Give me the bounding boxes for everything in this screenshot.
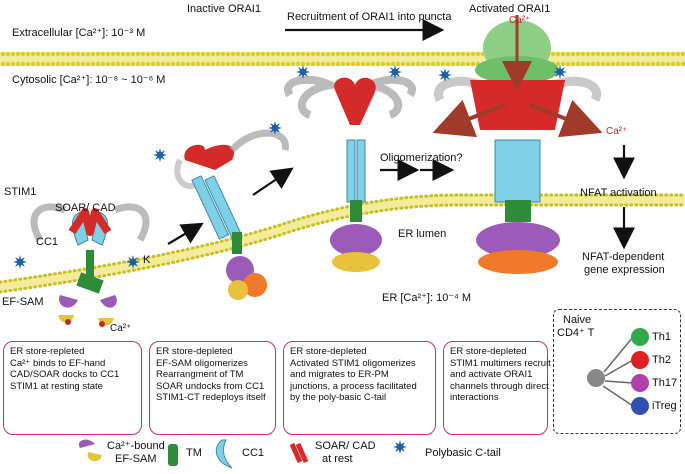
tcell-box [553, 309, 681, 434]
ef-sam-label: EF-SAM [2, 296, 44, 308]
orai1-stim1-complex [432, 15, 603, 274]
cc1-label: CC1 [36, 236, 59, 248]
stage-4-line: and activate ORAI1 [450, 369, 533, 380]
stage-3-line: ER store-depleted [290, 346, 367, 357]
legend-graphics [78, 439, 309, 469]
nfat-expression-line2: gene expression [584, 264, 665, 276]
stage-3-line: by the poly-basic C-tail [290, 392, 387, 403]
nfat-expression-line1: NFAT-dependent [582, 251, 665, 263]
cd4-label: CD4⁺ T [557, 327, 595, 339]
er-ca-label: ER [Ca²⁺]: 10⁻⁴ M [382, 292, 472, 304]
th17-label: Th17 [652, 377, 678, 389]
stage-2-line: SOAR undocks from CC1 [156, 380, 265, 392]
ca-top-label: Ca²⁺ [509, 15, 531, 26]
stage1-arrow [167, 222, 204, 245]
stage-box-3: ER store-depleted Activated STIM1 oligom… [283, 341, 436, 435]
stage-4-line: interactions [450, 392, 499, 403]
tcell-subset-th17 [631, 374, 649, 392]
stage-box-4: ER store-depleted STIM1 multimers recrui… [443, 341, 551, 435]
activated-orai1-label: Activated ORAI1 [469, 3, 551, 15]
legend-ef-sam-line2: EF-SAM [115, 453, 157, 465]
polybasic-star-icon [388, 65, 402, 79]
legend-ef-sam-line1: Ca²⁺-bound [107, 440, 165, 452]
polybasic-stars [13, 65, 567, 454]
stage-2-line: Rearrangment of TM [156, 369, 244, 380]
stim1-label: STIM1 [4, 186, 37, 198]
ca-left-label: Ca²⁺ [110, 323, 132, 334]
stage-2-line: STIM1-CT redeploys itself [156, 392, 266, 403]
oligomerization-label: Oligomerization? [380, 152, 463, 164]
polybasic-star-icon [153, 148, 167, 162]
legend-tm-label: TM [186, 447, 202, 459]
er-lumen-label: ER lumen [398, 228, 447, 240]
legend-cc1-icon [215, 439, 233, 469]
stage-1-line: STIM1 at resting state [10, 380, 103, 392]
plasma-membrane [0, 51, 685, 67]
stim1-extended [174, 129, 289, 300]
stage2-arrow [252, 167, 294, 196]
legend-soar-line1: SOAR/ CAD [315, 440, 376, 452]
legend-polybasic-label: Polybasic C-tail [425, 447, 501, 459]
stage-2-line: ER store-depleted [156, 346, 233, 357]
inactive-orai1-label: Inactive ORAI1 [187, 3, 261, 15]
k-label: K [143, 254, 151, 266]
legend-tm-icon [168, 444, 178, 466]
stage-1-line: Ca²⁺ binds to EF-hand [10, 357, 106, 369]
legend-soar-icon [289, 442, 309, 464]
cytosolic-label: Cytosolic [Ca²⁺]: 10⁻⁸ ~ 10⁻⁶ M [12, 74, 166, 86]
recruitment-label: Recruitment of ORAI1 into puncta [287, 11, 452, 23]
tcell-subset-th2 [631, 351, 649, 369]
extracellular-label: Extracellular [Ca²⁺]: 10⁻³ M [12, 27, 146, 39]
th1-label: Th1 [652, 331, 671, 343]
stage-1-line: ER store-repleted [10, 346, 85, 357]
stage-3-line: Activated STIM1 oligomerizes [290, 357, 416, 369]
stage-1-line: CAD/SOAR docks to CC1 [10, 369, 120, 380]
stage-4-line: STIM1 multimers recruit [450, 357, 551, 369]
nfat-activation-label: NFAT activation [580, 187, 657, 199]
polybasic-star-icon [268, 121, 282, 135]
stage-3-line: junctions, a process facilitated [290, 380, 417, 392]
stage-4-line: channels through direct [450, 380, 549, 392]
ca-right-label: Ca²⁺ [606, 126, 628, 137]
stage-3-line: and migrates to ER-PM [290, 369, 389, 380]
stage-4-line: ER store-depleted [450, 346, 527, 357]
tcell-subset-itreg [631, 397, 649, 415]
polybasic-star-icon [393, 440, 407, 454]
stim1-resting [30, 203, 150, 327]
naive-label: Naive [563, 314, 592, 326]
polybasic-star-icon [438, 68, 452, 82]
polybasic-star-icon [296, 65, 310, 79]
stage-2-line: EF-SAM oligomerizes [156, 357, 248, 369]
th2-label: Th2 [652, 354, 671, 366]
naive-t-cell [587, 369, 605, 387]
polybasic-star-icon [126, 255, 140, 269]
legend-cc1-label: CC1 [242, 447, 265, 459]
tcell-diagram [587, 328, 649, 415]
itreg-label: iTreg [652, 400, 677, 412]
legend-soar-line2: at rest [322, 453, 353, 465]
stage-box-1: ER store-repleted Ca²⁺ binds to EF-hand … [3, 341, 142, 435]
tcell-subset-th1 [631, 328, 649, 346]
soar-cad-label: SOAR/ CAD [55, 202, 116, 214]
stage-box-2: ER store-depleted EF-SAM oligomerizes Re… [149, 341, 276, 435]
stim1-oligomer [284, 75, 416, 272]
polybasic-star-icon [13, 255, 27, 269]
polybasic-star-icon [553, 65, 567, 79]
